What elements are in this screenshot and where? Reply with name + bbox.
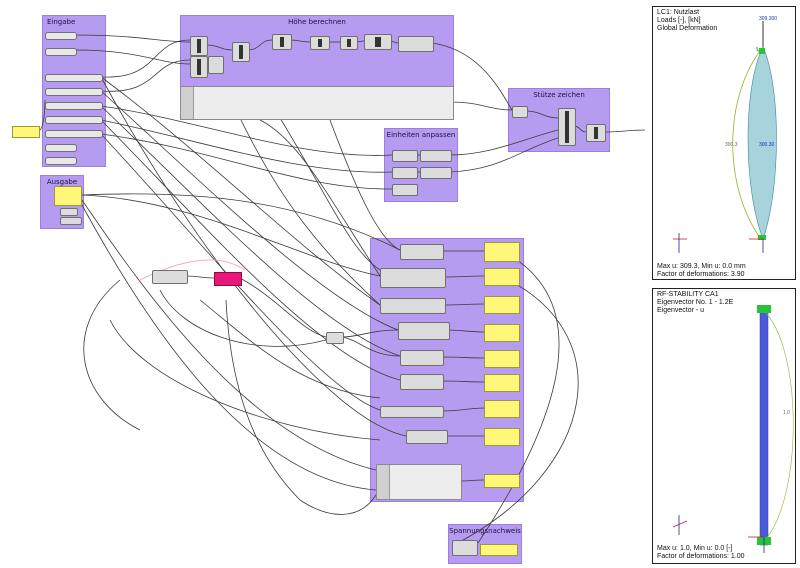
component-node[interactable] (392, 150, 418, 162)
expression-component[interactable] (376, 464, 462, 500)
component-node[interactable] (380, 268, 446, 288)
viewer-eigenvector-label: Eigenvector No. 1 - 1.2E (657, 299, 734, 306)
viewer-mode-label: Eigenvector - u (657, 307, 705, 314)
stability-viewer[interactable]: RF-STABILITY CA1 Eigenvector No. 1 - 1.2… (652, 288, 796, 564)
result-panel[interactable] (484, 374, 520, 392)
grasshopper-canvas[interactable]: Eingabe Höhe berechnen Stütze zeichen Ei… (0, 0, 645, 568)
component-node[interactable] (400, 374, 444, 390)
viewer-loads-label: Loads [-], [kN] (657, 17, 701, 24)
component-node[interactable] (400, 350, 444, 366)
component-node[interactable] (310, 36, 330, 50)
component-node[interactable] (398, 322, 450, 340)
input-slider[interactable] (45, 130, 103, 138)
group-eingabe-title: Eingabe (47, 18, 76, 26)
component-node[interactable] (232, 42, 250, 62)
viewer-footer-factor: Factor of deformations: 1.00 (657, 553, 745, 560)
viewer-footer-max: Max u: 309.3, Min u: 0.0 mm (657, 263, 746, 270)
component-node[interactable] (190, 36, 208, 56)
result-panel[interactable] (484, 242, 520, 262)
viewer-footer-factor: Factor of deformations: 3.90 (657, 271, 745, 278)
input-slider[interactable] (45, 144, 77, 152)
component-node[interactable] (380, 298, 446, 314)
result-panel[interactable] (484, 474, 520, 488)
viewer-title: RF-STABILITY CA1 (657, 291, 719, 298)
input-slider[interactable] (45, 48, 77, 56)
component-node[interactable] (406, 430, 448, 444)
group-spannung-title: Spannungsnachweis (449, 527, 521, 535)
component-node[interactable] (208, 56, 224, 74)
result-panel[interactable] (484, 428, 520, 446)
component-node[interactable] (392, 167, 418, 179)
viewer-footer-max: Max u: 1.0, Min u: 0.0 [-] (657, 545, 733, 552)
deformation-left-value: 300.3 (725, 142, 738, 148)
component-node[interactable] (420, 150, 452, 162)
component-node[interactable] (452, 540, 478, 556)
group-ausgabe-title: Ausgabe (46, 178, 78, 186)
component-node[interactable] (398, 36, 434, 52)
component-node[interactable] (558, 108, 576, 146)
result-panel[interactable] (484, 296, 520, 314)
highlighted-component[interactable] (214, 272, 242, 286)
eigenvector-plot (672, 305, 794, 553)
deformation-mid-value: 300.30 (759, 142, 775, 148)
component-node[interactable] (380, 406, 444, 418)
output-panel[interactable] (54, 186, 82, 206)
component-node[interactable] (364, 34, 392, 50)
input-slider[interactable] (45, 74, 103, 82)
deformation-top-value: 309.300 (759, 16, 778, 22)
result-panel[interactable] (484, 268, 520, 286)
group-hoehe-title: Höhe berechnen (288, 18, 346, 26)
component-node[interactable] (60, 217, 82, 225)
component-node[interactable] (152, 270, 188, 284)
eigenvector-value: 1.0 (783, 410, 790, 416)
input-slider[interactable] (45, 88, 103, 96)
result-panel[interactable] (484, 350, 520, 368)
viewer-title: LC1: Nutzlast (657, 9, 700, 16)
component-node[interactable] (326, 332, 344, 344)
result-panel[interactable] (480, 544, 518, 556)
expression-component[interactable] (180, 86, 454, 120)
result-panel[interactable] (484, 400, 520, 418)
input-slider[interactable] (45, 157, 77, 165)
component-node[interactable] (420, 167, 452, 179)
input-slider[interactable] (45, 116, 103, 124)
component-node[interactable] (392, 184, 418, 196)
component-node[interactable] (400, 244, 444, 260)
group-stuetze-title: Stütze zeichen (533, 91, 585, 99)
component-node[interactable] (60, 208, 78, 216)
group-einheiten-title: Einheiten anpassen (386, 131, 456, 139)
component-node[interactable] (586, 124, 606, 142)
input-slider[interactable] (45, 32, 77, 40)
input-slider[interactable] (45, 102, 103, 110)
input-panel[interactable] (12, 126, 40, 138)
deformation-plot (673, 21, 777, 253)
component-node[interactable] (190, 56, 208, 78)
component-node[interactable] (272, 34, 292, 50)
result-panel[interactable] (484, 324, 520, 342)
viewer-mode-label: Global Deformation (657, 25, 718, 32)
deformation-viewer[interactable]: LC1: Nutzlast Loads [-], [kN] Global Def… (652, 6, 796, 280)
component-node[interactable] (512, 106, 528, 118)
component-node[interactable] (340, 36, 358, 50)
